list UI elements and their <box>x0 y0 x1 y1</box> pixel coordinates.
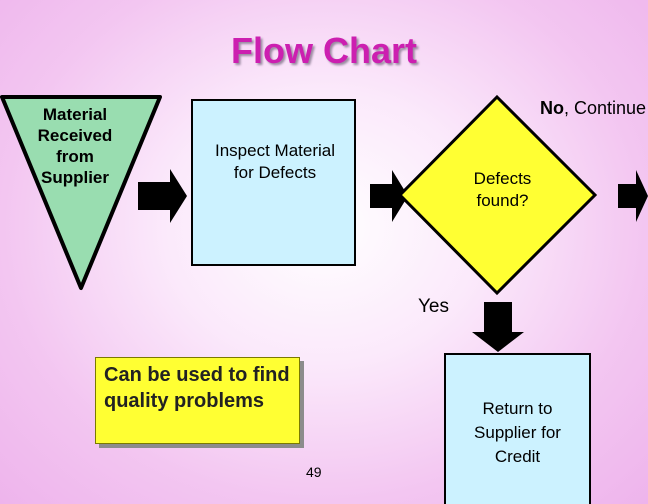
page-number: 49 <box>306 464 322 480</box>
no-branch-suffix: , Continue… <box>564 98 648 118</box>
inspect-process-box <box>191 99 356 266</box>
decision-label: Defects found? <box>473 169 532 210</box>
no-branch-label: No, Continue… <box>540 96 648 120</box>
decision-diamond <box>397 94 598 296</box>
arrow-continue <box>618 170 648 222</box>
arrow-triangle-to-inspect <box>138 169 187 223</box>
arrow-yes-down <box>472 302 524 352</box>
inspect-label: Inspect Material for Defects <box>215 141 335 182</box>
chart-title: Flow Chart <box>231 30 417 71</box>
yes-branch-label: Yes <box>418 296 449 317</box>
material-received-label: Material Received from Supplier <box>37 105 113 187</box>
return-process-box <box>444 353 591 504</box>
return-label: Return to Supplier for Credit <box>474 399 561 466</box>
no-branch-keyword: No <box>540 98 564 118</box>
arrow-inspect-to-decision <box>370 170 408 222</box>
material-received-triangle <box>0 95 162 290</box>
note-callout: Can be used to find quality problems <box>95 357 300 444</box>
